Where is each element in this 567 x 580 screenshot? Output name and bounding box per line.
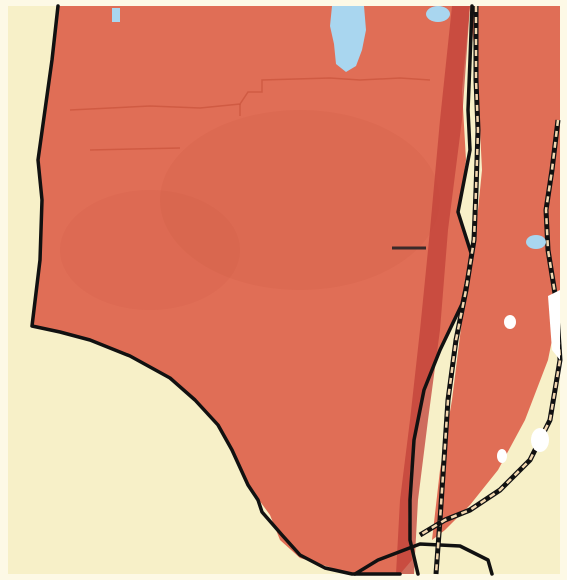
water-body[interactable] — [112, 8, 120, 22]
white-patch — [497, 449, 507, 463]
railway-line-east-dash — [419, 119, 562, 537]
railway-line-dash — [434, 6, 480, 575]
parcel-line — [89, 147, 181, 151]
zone-polygon-main[interactable] — [32, 6, 472, 574]
white-patch — [548, 290, 560, 360]
outer-boundary-line[interactable] — [30, 4, 402, 576]
white-patch — [504, 315, 516, 329]
water-body[interactable] — [330, 6, 366, 72]
zone-polygon-east[interactable] — [432, 6, 560, 540]
zone-shade — [160, 110, 440, 290]
water-body[interactable] — [426, 6, 450, 22]
water-body[interactable] — [526, 235, 546, 249]
white-patch — [531, 428, 549, 452]
zone-shade — [60, 190, 240, 310]
parcel-line — [69, 77, 431, 111]
